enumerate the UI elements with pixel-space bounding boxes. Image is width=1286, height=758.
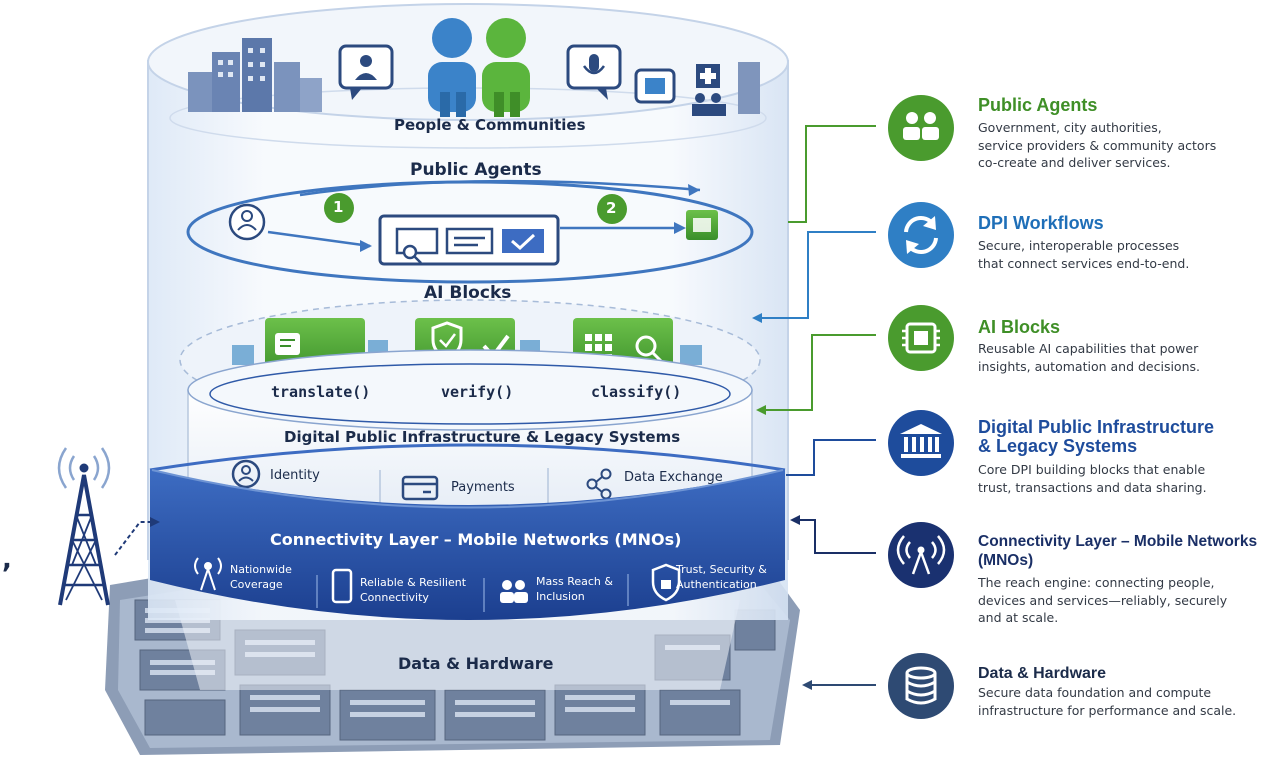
connectivity-label: Connectivity Layer – Mobile Networks (MN… bbox=[270, 530, 682, 549]
person-green-icon bbox=[482, 18, 530, 117]
legend-description: Core DPI building blocks that enable tru… bbox=[978, 462, 1207, 495]
classify-label: classify() bbox=[591, 383, 682, 401]
people-communities-label: People & Communities bbox=[394, 116, 586, 134]
card-icon bbox=[401, 475, 439, 501]
mass-reach-label: Mass Reach & Inclusion bbox=[536, 575, 613, 603]
ai-blocks-label: AI Blocks bbox=[424, 283, 512, 303]
reliable-label: Reliable & Resilient Connectivity bbox=[360, 576, 467, 604]
legend-icons bbox=[888, 95, 954, 719]
legend-title: Public Agents bbox=[978, 95, 1098, 115]
translate-label: translate() bbox=[271, 383, 371, 401]
payments-label: Payments bbox=[451, 480, 515, 495]
verify-label: verify() bbox=[441, 383, 514, 401]
legend-connectors bbox=[752, 125, 876, 690]
legend-description: Secure, interoperable processes that con… bbox=[978, 238, 1190, 271]
connectivity-band bbox=[149, 443, 786, 620]
public-agents-label: Public Agents bbox=[410, 160, 542, 180]
step-2-badge bbox=[597, 194, 627, 224]
legend-description: Reusable AI capabilities that power insi… bbox=[978, 341, 1200, 374]
legend-title: Connectivity Layer – Mobile Networks (MN… bbox=[978, 533, 1258, 569]
legend-description: Government, city authorities, service pr… bbox=[978, 120, 1217, 170]
identity-icon bbox=[231, 459, 261, 489]
chat-user-icon bbox=[338, 44, 394, 100]
step-1-label: 1 bbox=[333, 198, 344, 216]
legend-title: Digital Public Infrastructure & Legacy S… bbox=[978, 417, 1215, 456]
legend-description: Secure data foundation and compute infra… bbox=[978, 685, 1237, 718]
mini-cube-icon bbox=[686, 210, 718, 240]
stray-comma-mark: , bbox=[2, 545, 12, 575]
nationwide-label: Nationwide Coverage bbox=[230, 563, 292, 591]
cell-tower bbox=[57, 447, 160, 606]
hospital-icon bbox=[692, 62, 760, 116]
person-blue-icon bbox=[428, 18, 476, 117]
phone-icon bbox=[331, 568, 353, 604]
identity-label: Identity bbox=[270, 468, 320, 483]
chat-microphone-icon bbox=[566, 44, 622, 100]
lock-shield-icon bbox=[651, 563, 681, 602]
trust-label: Trust, Security & Authentication bbox=[676, 563, 767, 591]
chat-app-icon bbox=[634, 68, 676, 104]
workflow-screen-icon bbox=[378, 214, 560, 266]
dpi-disk bbox=[187, 349, 753, 514]
data-hardware-label: Data & Hardware bbox=[398, 654, 554, 673]
people-band-icon bbox=[500, 580, 528, 603]
user-circle-icon bbox=[228, 203, 266, 241]
step-2-label: 2 bbox=[606, 199, 617, 217]
data-exchange-label: Data Exchange bbox=[624, 470, 723, 485]
band-antenna-icon bbox=[194, 557, 222, 591]
dpi-label: Digital Public Infrastructure & Legacy S… bbox=[284, 428, 681, 446]
city-scene bbox=[188, 38, 322, 112]
workflow-ring bbox=[186, 179, 754, 284]
legend-title: Data & Hardware bbox=[978, 665, 1107, 682]
legend-description: The reach engine: connecting people, dev… bbox=[978, 575, 1228, 625]
legend-title: DPI Workflows bbox=[978, 213, 1104, 233]
step-1-badge bbox=[324, 193, 354, 223]
legend-title: AI Blocks bbox=[978, 317, 1061, 337]
